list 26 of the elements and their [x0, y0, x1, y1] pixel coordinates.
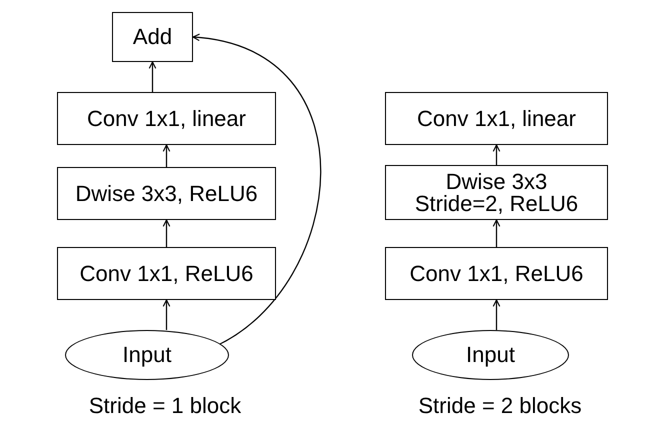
node-label: Input — [465, 344, 516, 366]
node-label: Conv 1x1, linear — [86, 108, 247, 130]
arrow — [192, 34, 322, 347]
node-label: Input — [122, 344, 172, 366]
arrow — [162, 219, 170, 247]
arrow — [162, 144, 170, 167]
arrow — [492, 299, 500, 330]
arrow — [492, 144, 500, 165]
node-label: Dwise 3x3, ReLU6 — [74, 182, 259, 204]
node-label: Conv 1x1, linear — [416, 108, 577, 130]
arrow — [492, 219, 500, 247]
arrow — [148, 61, 156, 92]
node-label: Dwise 3x3 Stride=2, ReLU6 — [414, 170, 580, 214]
node-label: Add — [132, 26, 174, 48]
process-box — [112, 12, 193, 62]
process-box — [385, 247, 608, 300]
process-box — [57, 247, 276, 300]
caption: Stride = 1 block — [88, 393, 242, 419]
process-box — [385, 165, 608, 220]
node-label: Conv 1x1, ReLU6 — [408, 262, 584, 284]
process-box — [57, 167, 276, 220]
caption: Stride = 2 blocks — [417, 393, 583, 419]
arrow — [162, 299, 170, 330]
process-box — [57, 92, 276, 145]
node-label: Conv 1x1, ReLU6 — [78, 262, 254, 284]
process-box — [385, 92, 608, 145]
